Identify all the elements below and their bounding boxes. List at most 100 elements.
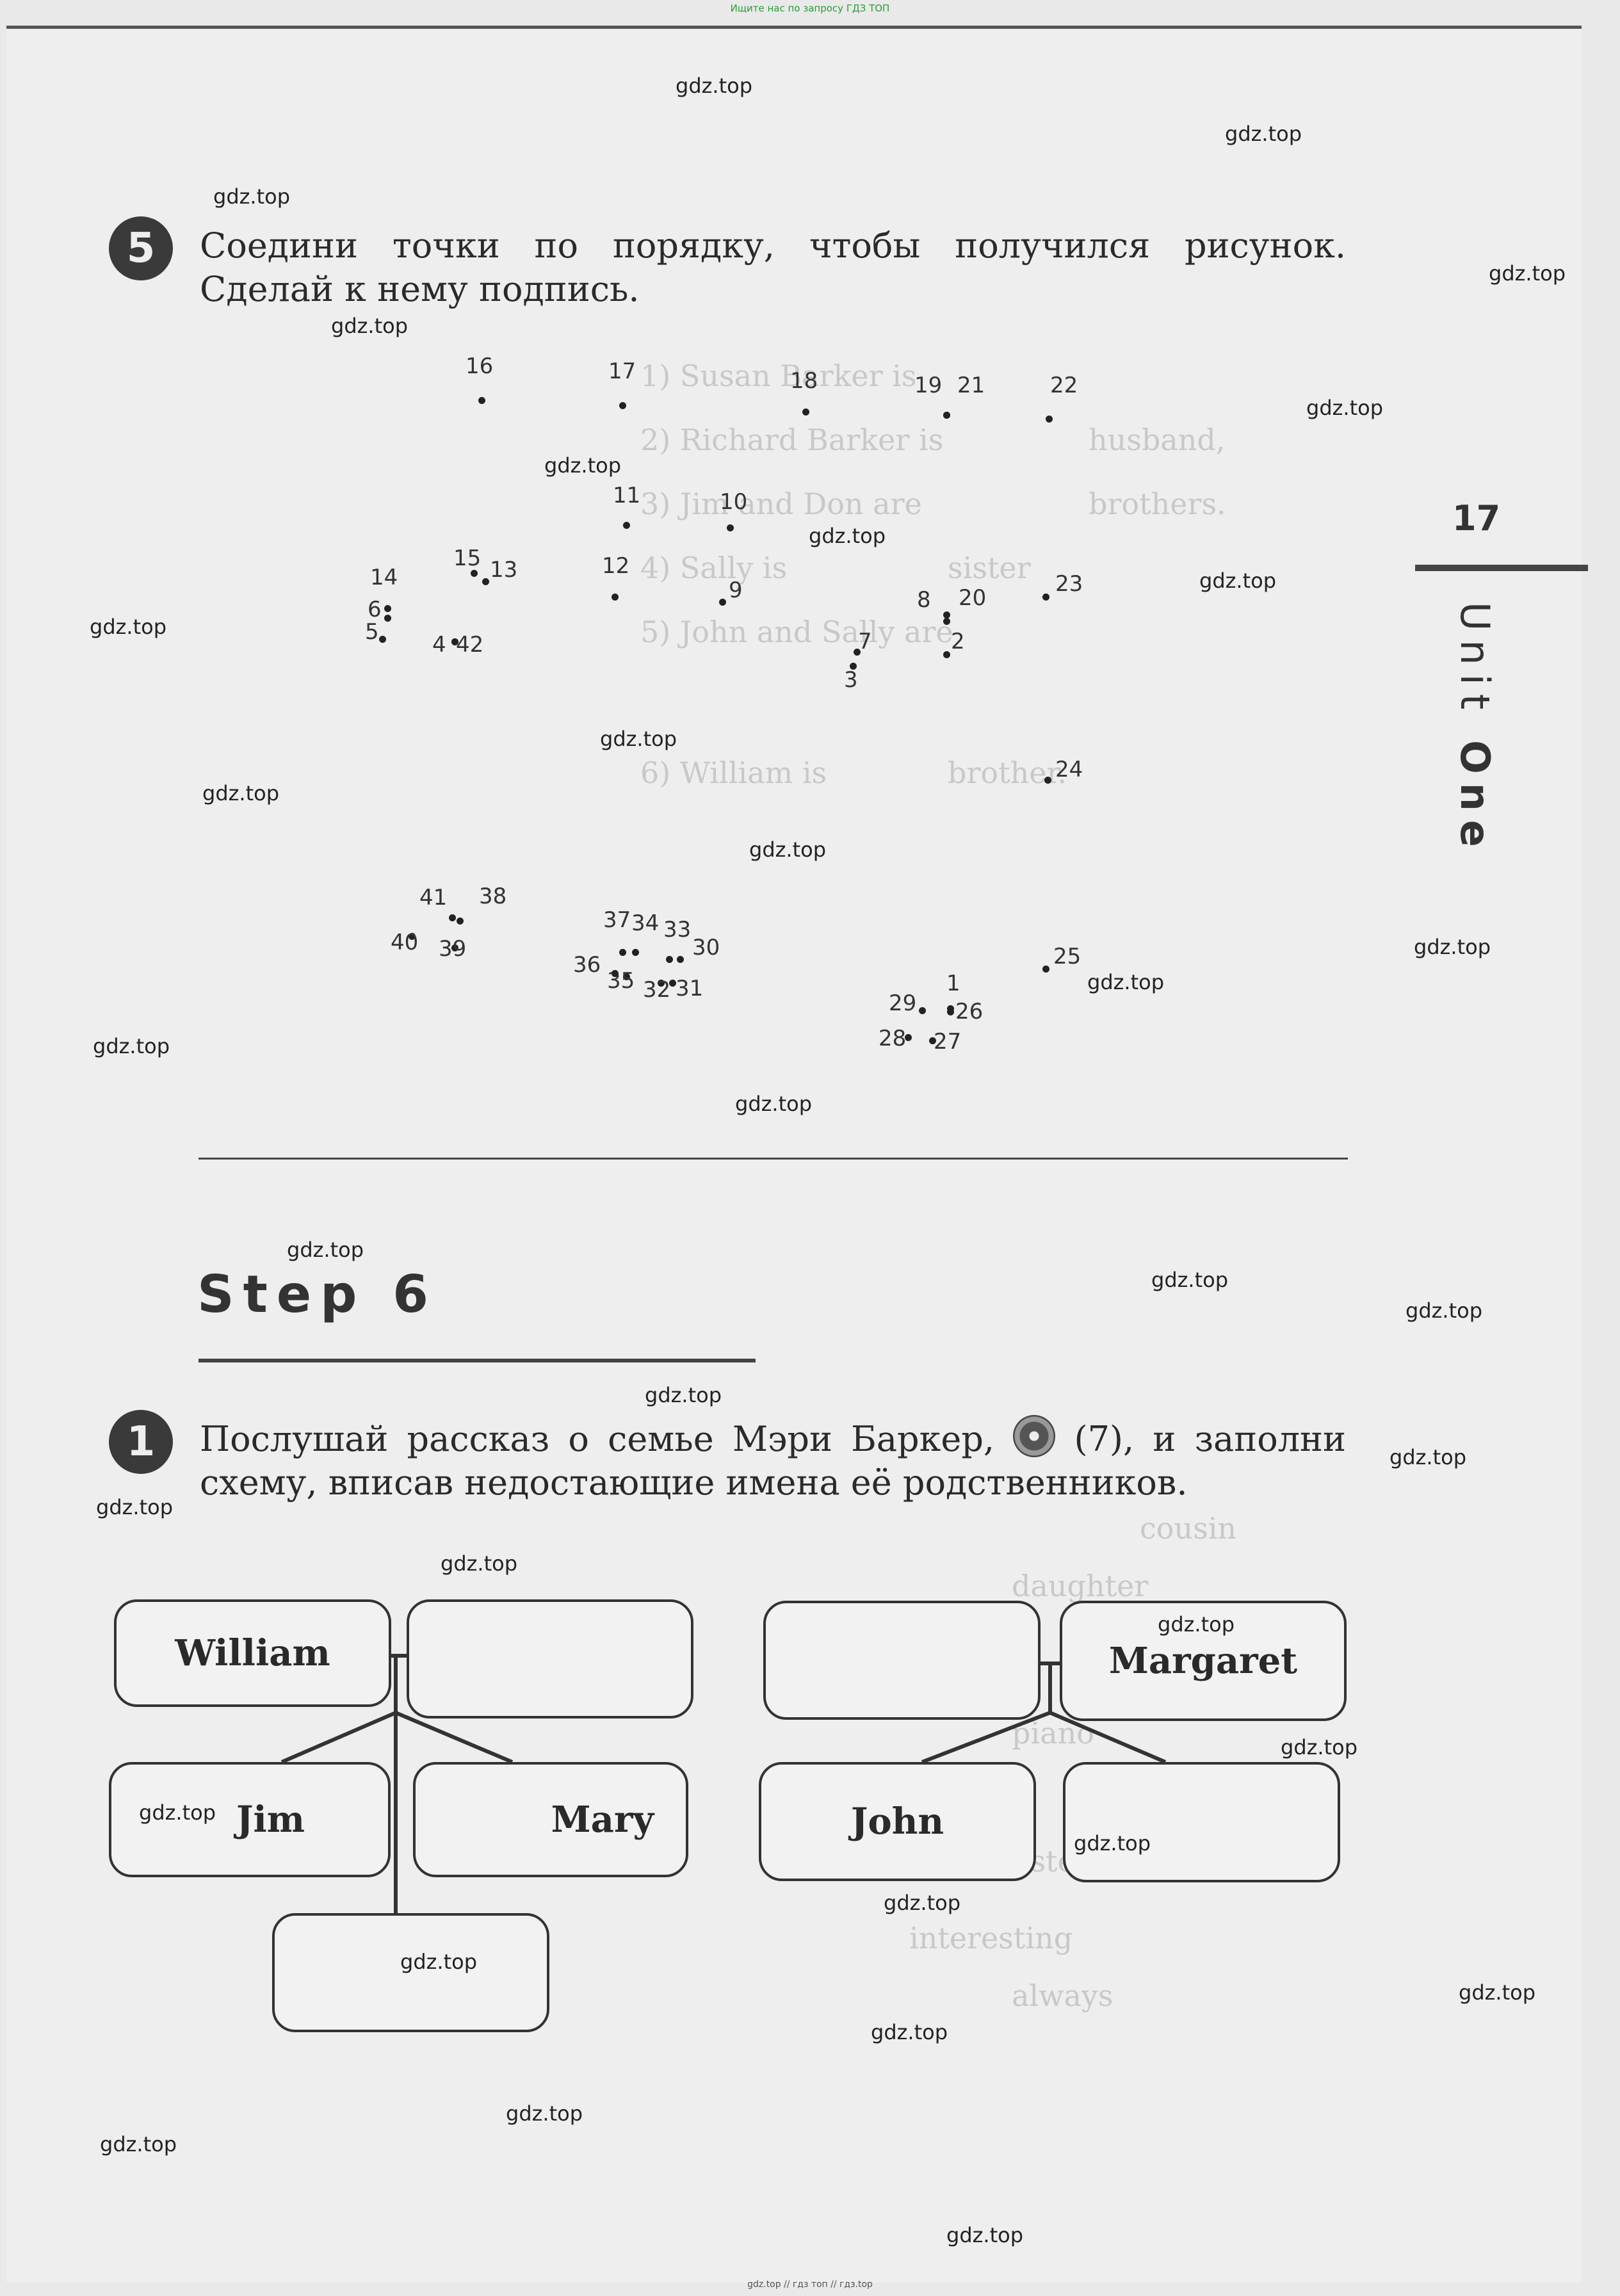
answer-line[interactable]: [198, 1158, 1348, 1160]
dot-number-label: 37: [603, 907, 631, 933]
footer-note: gdz.top // гдз топ // гдз.top: [747, 2279, 873, 2290]
dot-number-label: 12: [602, 553, 630, 579]
bleed-through-line: husband,: [1089, 423, 1226, 457]
dot-number-label: 22: [1050, 373, 1078, 398]
dot-point: [451, 944, 458, 951]
dot-number-label: 9: [729, 578, 743, 603]
exercise5-instruction: Соедини точки по порядку, чтобы получилс…: [200, 225, 1346, 309]
watermark-text: gdz.top: [1389, 1445, 1467, 1469]
watermark-text: gdz.top: [749, 837, 827, 862]
audio-track-number: (7),: [1074, 1419, 1135, 1459]
watermark-text: gdz.top: [884, 1891, 961, 1915]
bleed-through-line: 6) William is: [640, 756, 827, 790]
dot-number-label: 20: [959, 585, 987, 611]
dot-number-label: 41: [419, 885, 448, 910]
dot-number-label: 1: [946, 971, 960, 996]
dot-point: [1042, 966, 1049, 973]
dot-number-label: 21: [957, 373, 985, 398]
watermark-text: gdz.top: [946, 2223, 1024, 2247]
bleed-through-line: daughter: [1012, 1569, 1149, 1603]
dot-number-label: 26: [955, 999, 984, 1024]
watermark-text: gdz.top: [202, 781, 280, 805]
header-note: Ищите нас по запросу ГДЗ ТОП: [730, 3, 890, 14]
dot-point: [482, 578, 489, 585]
dot-number-label: 27: [934, 1029, 962, 1055]
dot-number-label: 2: [951, 629, 965, 654]
dot-number-label: 31: [676, 976, 704, 1001]
family-box-empty[interactable]: [1063, 1762, 1340, 1882]
dot-point: [451, 638, 458, 645]
dot-number-label: 25: [1053, 944, 1081, 969]
family-box-empty[interactable]: [763, 1601, 1041, 1720]
watermark-text: gdz.top: [676, 74, 753, 98]
dot-number-label: 3: [844, 667, 858, 693]
dot-point: [1042, 594, 1049, 601]
watermark-text: gdz.top: [441, 1551, 518, 1576]
watermark-text: gdz.top: [1225, 122, 1302, 146]
dot-number-label: 39: [439, 936, 467, 962]
watermark-text: gdz.top: [506, 2101, 583, 2126]
step-underline: [198, 1359, 756, 1362]
dot-point: [471, 570, 478, 577]
dot-point: [802, 408, 809, 416]
dot-point: [1044, 777, 1051, 784]
watermark-text: gdz.top: [544, 453, 622, 478]
dot-point: [384, 615, 391, 622]
dot-point: [905, 1034, 912, 1041]
watermark-text: gdz.top: [400, 1950, 478, 1974]
dot-point: [632, 949, 639, 956]
dot-point: [719, 599, 726, 606]
dot-point: [623, 973, 630, 980]
dot-point: [658, 980, 665, 987]
dot-point: [943, 412, 950, 419]
dot-number-label: 34: [631, 910, 660, 936]
watermark-text: gdz.top: [1074, 1831, 1151, 1855]
dot-number-label: 7: [858, 629, 872, 654]
watermark-text: gdz.top: [96, 1495, 174, 1519]
watermark-text: gdz.top: [139, 1800, 216, 1825]
dot-number-label: 13: [490, 557, 518, 583]
dot-point: [854, 649, 861, 656]
family-box-jim: Jim: [109, 1762, 391, 1877]
family-box-empty[interactable]: [407, 1599, 693, 1718]
family-name: Mary: [551, 1799, 654, 1841]
watermark-text: gdz.top: [1459, 1980, 1536, 2005]
watermark-text: gdz.top: [93, 1034, 170, 1058]
dot-point: [943, 618, 950, 625]
bleed-through-line: sister: [948, 551, 1031, 585]
dot-point: [623, 522, 630, 529]
dot-point: [1046, 416, 1053, 423]
dot-point: [384, 605, 391, 612]
bleed-through-line: brother.: [948, 756, 1067, 790]
dot-number-label: 16: [466, 353, 494, 379]
dot-point: [666, 956, 673, 963]
dot-point: [669, 980, 676, 987]
family-box-empty[interactable]: [272, 1913, 549, 2032]
dot-point: [409, 933, 416, 940]
watermark-text: gdz.top: [809, 524, 886, 548]
exercise-number-badge: 1: [109, 1410, 173, 1474]
dot-number-label: 6: [368, 597, 382, 622]
dot-number-label: 30: [692, 935, 720, 960]
bleed-through-line: brothers.: [1089, 487, 1226, 521]
dot-number-label: 10: [720, 489, 748, 515]
dot-point: [943, 651, 950, 658]
dot-point: [612, 594, 619, 601]
dot-number-label: 40: [391, 930, 419, 955]
dot-point: [850, 663, 857, 670]
instruction-text: и заполни схему, вписав недостающие имен…: [200, 1419, 1347, 1503]
watermark-text: gdz.top: [1151, 1268, 1229, 1292]
dot-number-label: 36: [573, 952, 601, 978]
exercise1-instruction: Послушай рассказ о семье Мэри Баркер, (7…: [200, 1415, 1346, 1505]
audio-cd-icon[interactable]: [1013, 1415, 1056, 1457]
dot-point: [619, 949, 626, 956]
watermark-text: gdz.top: [1306, 396, 1384, 420]
watermark-text: gdz.top: [1199, 569, 1277, 593]
bleed-through-line: 3) Jim and Don are: [640, 487, 922, 521]
dot-point: [612, 970, 619, 977]
dot-number-label: 24: [1055, 757, 1083, 782]
family-name: Margaret: [1108, 1640, 1298, 1682]
dot-number-label: 32: [643, 977, 671, 1003]
watermark-text: gdz.top: [600, 727, 677, 751]
